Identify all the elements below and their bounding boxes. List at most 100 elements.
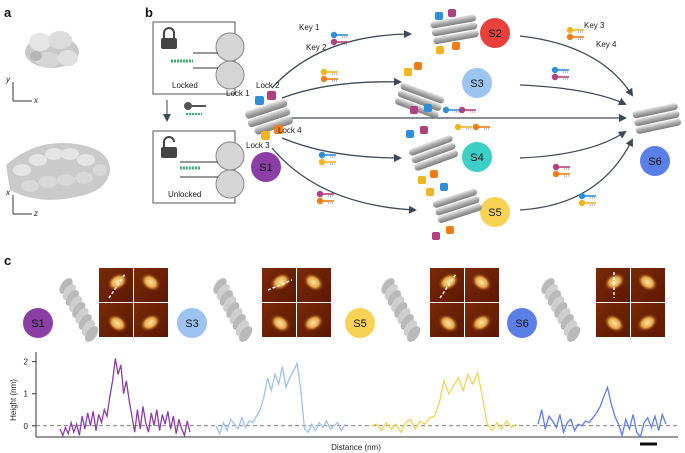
lock3-label: Lock 3	[246, 141, 270, 150]
arrow-s3-s6	[519, 84, 627, 106]
state-label-c-s1: S1	[31, 318, 44, 330]
padlock-open-icon	[161, 136, 177, 158]
state-circle-c-s1	[23, 308, 53, 338]
key2-label: Key 2	[306, 43, 327, 52]
afm-image-s6	[596, 268, 665, 337]
key-icon-yellow	[318, 158, 336, 166]
key-icon-magenta	[330, 38, 348, 46]
key1-label: Key 1	[299, 23, 320, 32]
panel-c-group-s6: S6	[507, 268, 665, 342]
state-circle-s4: S4	[462, 142, 492, 172]
cryo-em-model-s6	[541, 278, 581, 342]
key-icon-blue	[442, 106, 460, 114]
key-icons	[316, 26, 596, 207]
state-circle-s2: S2	[480, 18, 510, 48]
panel-c-group-s1: S1	[23, 268, 168, 342]
s3-structure	[395, 62, 445, 119]
axis-label-x: x	[33, 96, 39, 105]
intermediate-structures	[395, 9, 682, 240]
key-icon-magenta	[458, 106, 476, 114]
lock4-orange	[274, 125, 283, 134]
s6-structure	[632, 103, 682, 134]
s4-structure	[406, 126, 459, 184]
state-circle-s5: S5	[480, 197, 510, 227]
lock1-blue	[255, 96, 264, 105]
key-icon-yellow	[566, 26, 584, 34]
height-series-3	[371, 370, 517, 434]
axis-label-z: z	[33, 209, 38, 218]
cryo-em-model-s3	[213, 278, 253, 342]
locked-label: Locked	[172, 81, 198, 90]
lock2-magenta	[267, 91, 276, 100]
key-icon-yellow	[454, 123, 472, 131]
cryo-em-model-s1	[59, 278, 99, 342]
key-icon-blue	[318, 151, 336, 159]
key-icon-blue	[330, 31, 348, 39]
key-icon-magenta	[551, 73, 569, 81]
arrow-s5-s6	[519, 138, 633, 211]
dna-origami-tubes-unlocked	[180, 141, 245, 199]
key-strand-icon	[184, 102, 206, 115]
state-label-s2: S2	[488, 28, 501, 40]
panel-label-c: c	[4, 253, 11, 268]
key-icon-yellow	[320, 68, 338, 76]
lock3-yellow	[261, 131, 270, 140]
state-label-s6: S6	[648, 156, 661, 168]
key3-label: Key 3	[584, 21, 605, 30]
state-label-s4: S4	[470, 152, 483, 164]
state-label-c-s6: S6	[515, 318, 528, 330]
state-label-c-s5: S5	[353, 318, 366, 330]
key-icon-blue	[551, 66, 569, 74]
key-icon-orange	[320, 75, 338, 83]
unlocked-label: Unlocked	[168, 190, 201, 199]
key4-label: Key 4	[596, 40, 617, 49]
padlock-closed-icon	[161, 27, 177, 49]
axes-xz-icon: x z	[5, 188, 38, 218]
axis-label-y: y	[5, 75, 11, 84]
key-icon-orange	[566, 33, 584, 41]
y-tick-label-1: 1	[24, 390, 29, 399]
lock2-label: Lock 2	[256, 81, 280, 90]
arrow-s2-s6	[519, 35, 634, 97]
afm-image-s3	[262, 268, 331, 337]
state-circle-c-s3	[177, 308, 207, 338]
cryo-em-model-s5	[381, 278, 421, 342]
key-icon-orange	[472, 123, 490, 131]
key-icon-orange	[552, 170, 570, 178]
key-icon-magenta	[316, 190, 334, 198]
height-series-2	[215, 360, 346, 436]
panel-c-structures-row: S1 S3 S5 S6	[23, 268, 669, 342]
panel-label-b: b	[145, 5, 153, 20]
arrow-s1-s4	[281, 137, 402, 162]
axes-xy-icon: y x	[5, 75, 39, 105]
y-tick-label-2: 2	[24, 358, 29, 367]
s5-structure	[426, 183, 482, 240]
lock-mechanism-box: Locked Unlocked	[152, 21, 245, 204]
height-profile-chart: Height (nm) Distance (nm) 0 1 2	[9, 352, 678, 452]
cryo-em-map-top-view	[25, 31, 79, 68]
state-circle-c-s6	[507, 308, 537, 338]
profile-line-s3	[267, 279, 293, 291]
afm-image-s5	[430, 268, 499, 337]
height-series-1	[59, 358, 191, 438]
key-icon-blue	[578, 192, 596, 200]
y-axis-title: Height (nm)	[9, 379, 18, 421]
state-label-c-s3: S3	[185, 318, 198, 330]
y-tick-label-0: 0	[24, 422, 29, 431]
dna-origami-tubes-locked	[171, 32, 245, 90]
lock4-label: Lock 4	[278, 126, 302, 135]
s2-structure	[430, 9, 479, 54]
transition-arrows	[271, 30, 634, 214]
arrow-s1-s5	[271, 147, 417, 214]
x-axis-title: Distance (nm)	[331, 443, 381, 452]
key-icon-orange	[316, 197, 334, 205]
state-circle-s6: S6	[640, 146, 670, 176]
lock1-label: Lock 1	[226, 89, 250, 98]
state-circle-c-s5	[345, 308, 375, 338]
state-label-s5: S5	[488, 207, 501, 219]
state-circle-s1: S1	[251, 152, 281, 182]
arrow-s4-s6	[519, 130, 627, 159]
cryo-em-map-side-view	[6, 143, 110, 200]
